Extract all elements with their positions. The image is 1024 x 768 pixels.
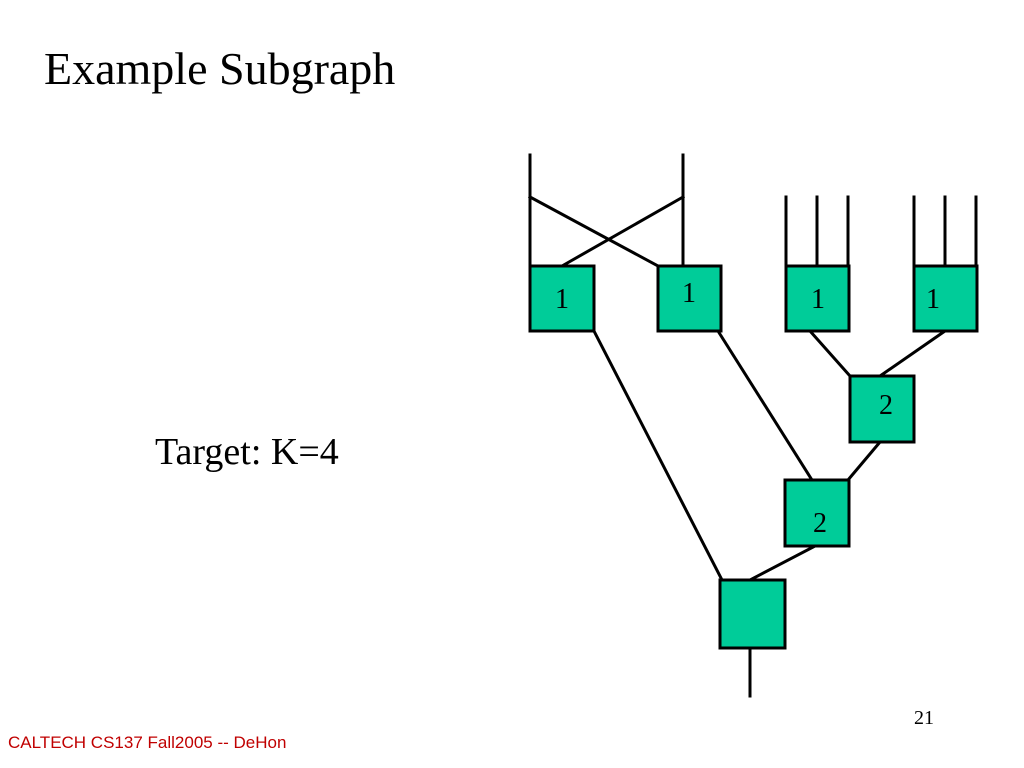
- page-number: 21: [914, 707, 934, 729]
- node-n7: [718, 578, 787, 650]
- node-label: 1: [555, 284, 569, 315]
- node-box: [718, 578, 787, 650]
- target-label: Target: K=4: [155, 431, 339, 473]
- node-n1: 1: [528, 264, 596, 333]
- node-box: [783, 478, 851, 548]
- edge-n1-to-n7: [591, 328, 725, 583]
- edge-n6-to-n7: [747, 543, 818, 583]
- footer-text: CALTECH CS137 Fall2005 -- DeHon: [8, 733, 287, 752]
- node-n5: 2: [848, 374, 916, 444]
- edge-n2-to-n6: [715, 328, 815, 483]
- edge-n4-to-n5: [877, 328, 948, 379]
- internal-edges: [591, 328, 948, 698]
- edge-n3-to-n5: [807, 328, 853, 379]
- node-box: [912, 264, 979, 333]
- node-n3: 1: [784, 264, 851, 333]
- node-box: [656, 264, 723, 333]
- edge-n5-to-n6: [845, 439, 883, 483]
- slide-title: Example Subgraph: [44, 43, 396, 94]
- node-box: [784, 264, 851, 333]
- wire-cross-right-to-left: [559, 194, 686, 269]
- node-n2: 1: [656, 264, 723, 333]
- node-label: 1: [926, 284, 940, 315]
- node-n4: 1: [912, 264, 979, 333]
- node-box: [528, 264, 596, 333]
- node-n6: 2: [783, 478, 851, 548]
- node-label: 1: [811, 284, 825, 315]
- node-box: [848, 374, 916, 444]
- node-label: 2: [813, 508, 827, 539]
- input-wires: [527, 153, 978, 269]
- node-label: 2: [879, 390, 893, 421]
- wire-cross-left-to-right: [527, 194, 661, 269]
- node-label: 1: [682, 278, 696, 309]
